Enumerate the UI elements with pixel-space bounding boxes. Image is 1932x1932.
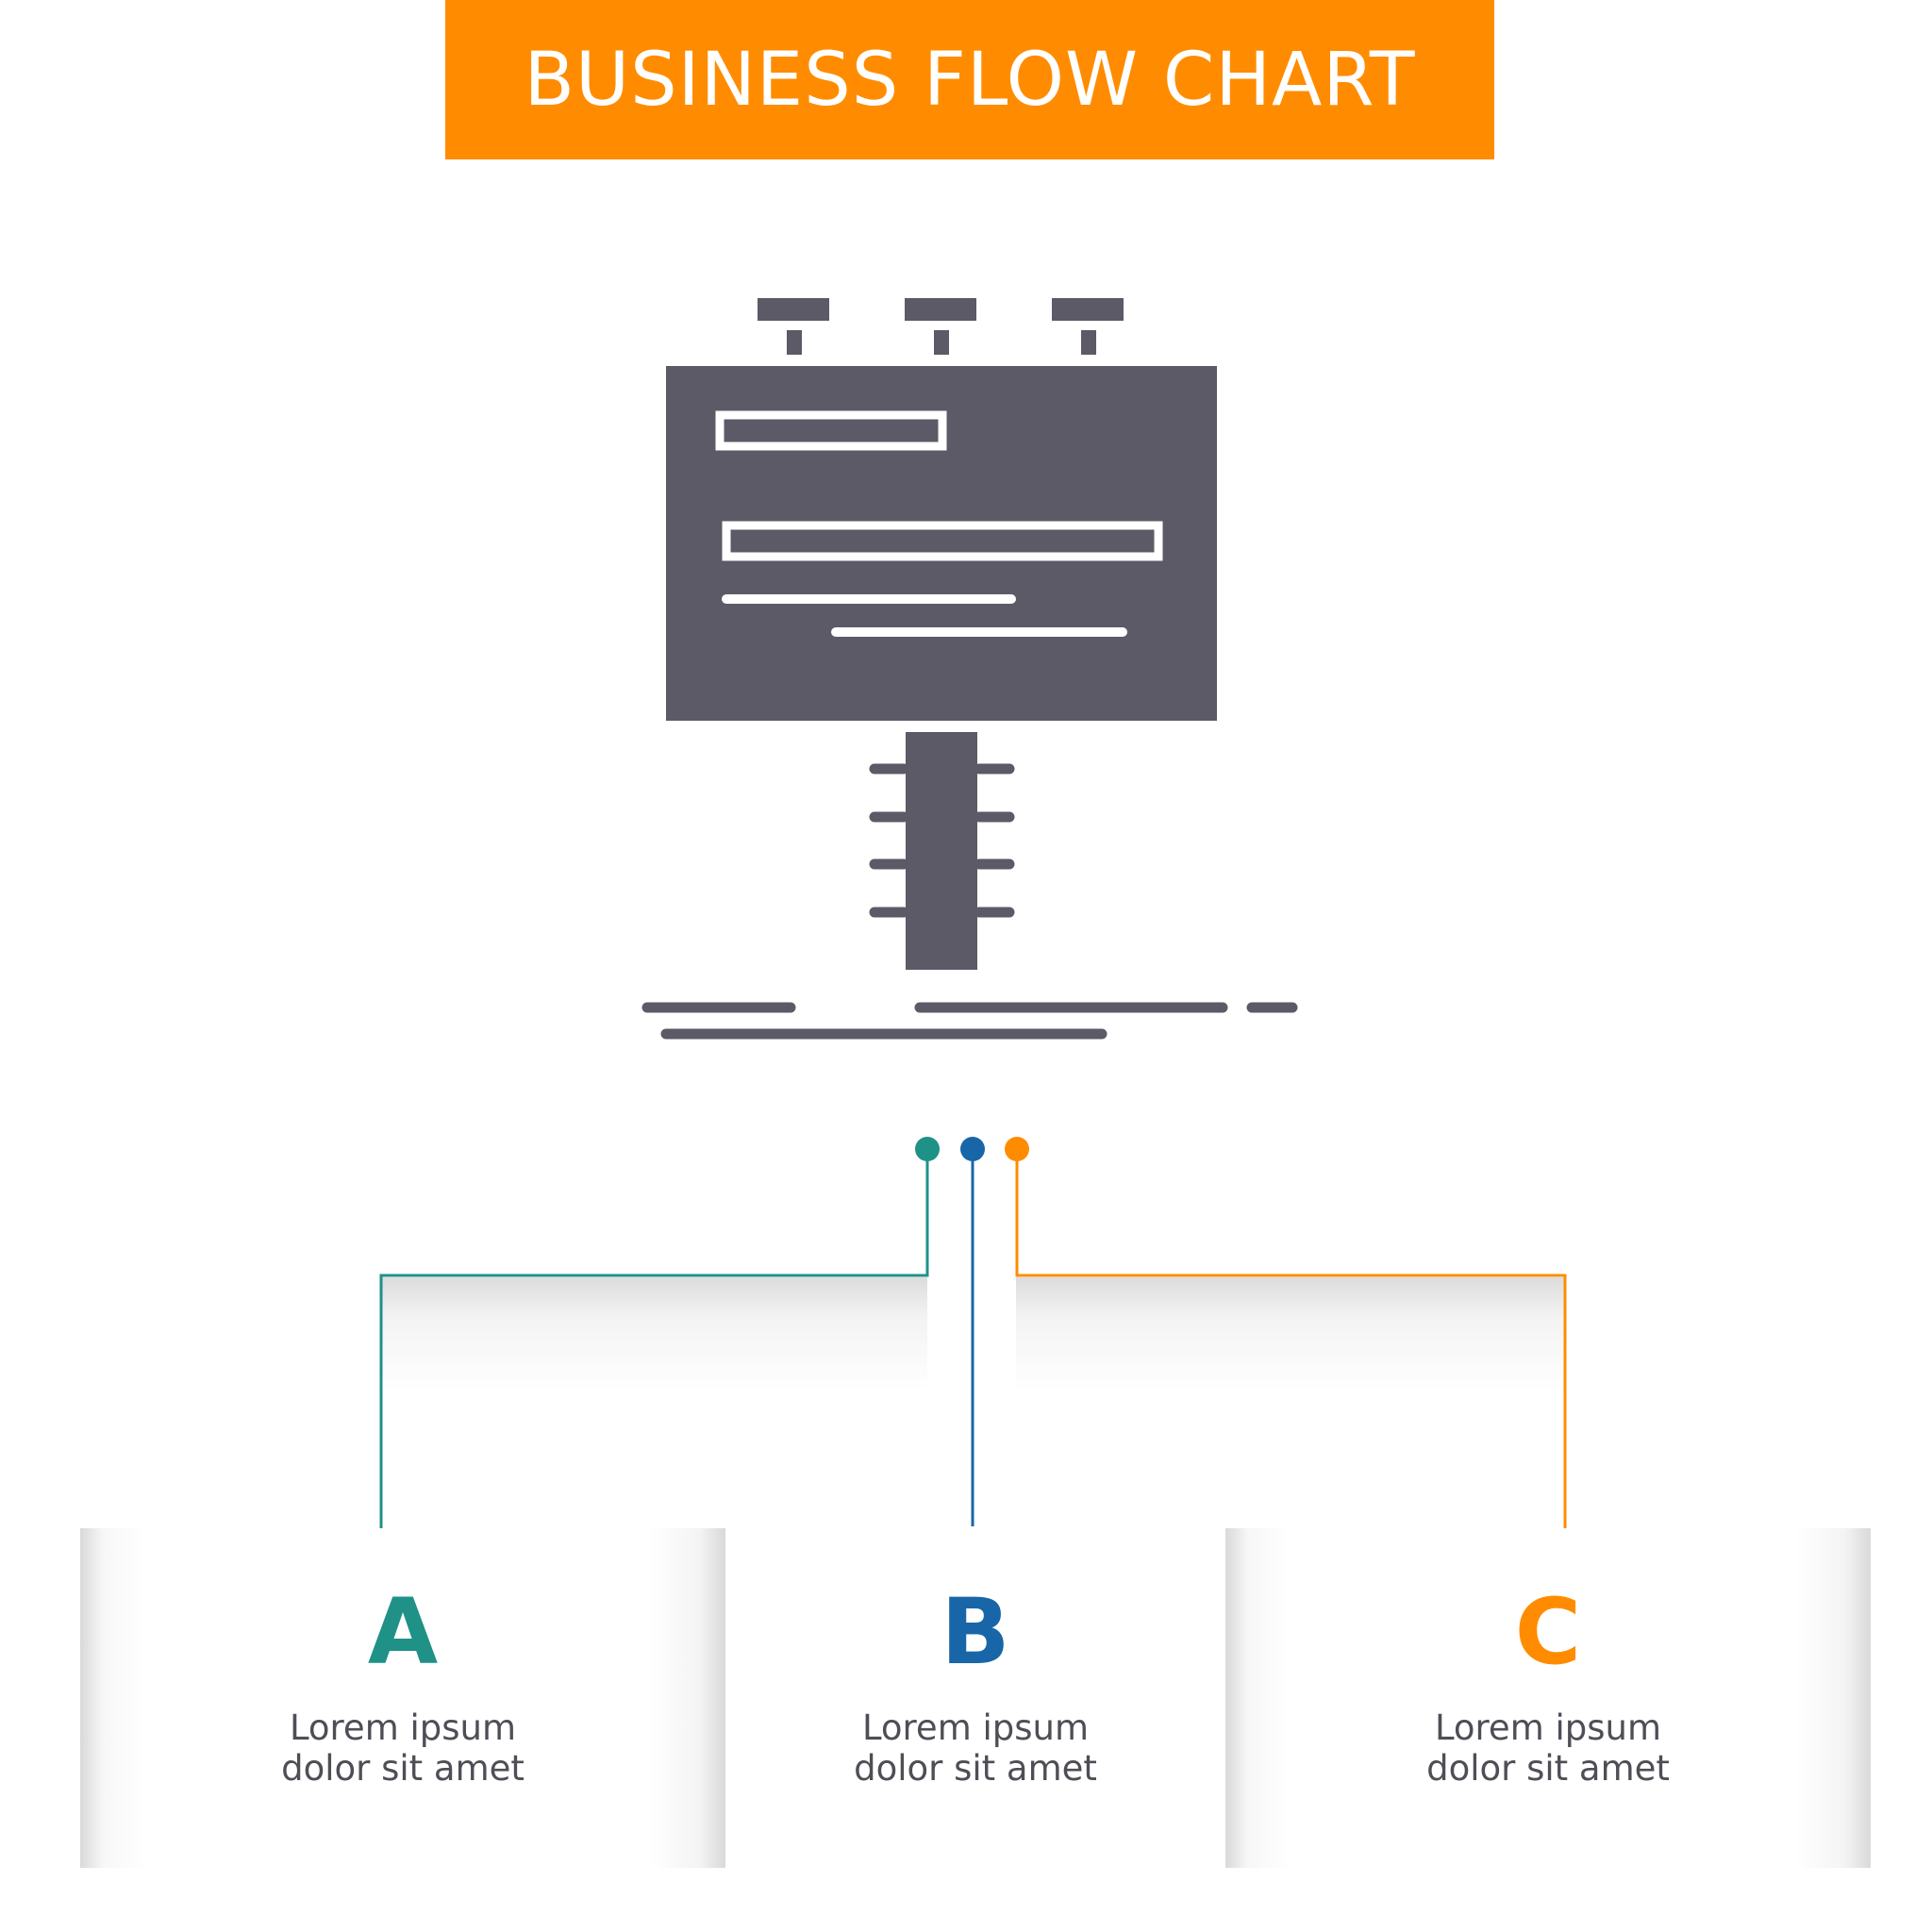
step-desc-a: Lorem ipsum dolor sit amet bbox=[80, 1707, 725, 1789]
step-letter-c: C bbox=[1514, 1579, 1582, 1685]
step-desc-a-line2: dolor sit amet bbox=[281, 1748, 525, 1789]
step-card-b: B Lorem ipsum dolor sit amet bbox=[725, 1528, 1225, 1868]
connector-c bbox=[1015, 1149, 1567, 1547]
step-desc-c-line2: dolor sit amet bbox=[1426, 1748, 1670, 1789]
connector-shadow-c bbox=[1016, 1277, 1566, 1391]
billboard-icon bbox=[641, 298, 1298, 1040]
connector-a bbox=[379, 1149, 929, 1547]
step-desc-b-line2: dolor sit amet bbox=[854, 1748, 1097, 1789]
step-desc-b: Lorem ipsum dolor sit amet bbox=[725, 1707, 1225, 1789]
step-card-c: C Lorem ipsum dolor sit amet bbox=[1225, 1528, 1871, 1868]
page-title: BUSINESS FLOW CHART bbox=[524, 37, 1416, 123]
step-desc-b-line1: Lorem ipsum bbox=[861, 1707, 1090, 1748]
connector-shadow-a bbox=[382, 1277, 927, 1391]
step-desc-a-line1: Lorem ipsum bbox=[289, 1707, 517, 1748]
title-banner: BUSINESS FLOW CHART bbox=[445, 0, 1494, 159]
step-card-a: A Lorem ipsum dolor sit amet bbox=[80, 1528, 725, 1868]
step-desc-c: Lorem ipsum dolor sit amet bbox=[1225, 1707, 1871, 1789]
step-letter-b: B bbox=[941, 1579, 1010, 1685]
step-desc-c-line1: Lorem ipsum bbox=[1434, 1707, 1662, 1748]
step-letter-a: A bbox=[367, 1579, 439, 1685]
